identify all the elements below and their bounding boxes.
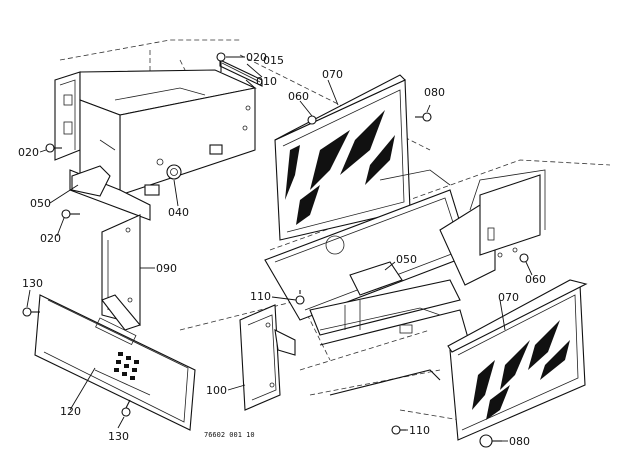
callout-040: 040 xyxy=(168,206,189,219)
keypad xyxy=(114,352,139,380)
callout-050: 050 xyxy=(30,197,51,210)
callout-010: 010 xyxy=(256,75,277,88)
callout-080: 080 xyxy=(509,435,530,448)
glass-reflection-marks xyxy=(285,110,395,225)
drawing-code: 76602 001 10 xyxy=(204,431,255,439)
glass-reflection-marks-lower xyxy=(472,320,570,420)
callout-110: 110 xyxy=(409,424,430,437)
callout-070: 070 xyxy=(498,291,519,304)
callout-020: 020 xyxy=(246,51,267,64)
callout-100: 100 xyxy=(206,384,227,397)
callout-130: 130 xyxy=(22,277,43,290)
callout-130: 130 xyxy=(108,430,129,443)
callout-070: 070 xyxy=(322,68,343,81)
base-tray xyxy=(264,169,546,321)
callout-020: 020 xyxy=(18,146,39,159)
door-panel-070-upper xyxy=(274,74,432,241)
callout-050: 050 xyxy=(396,253,417,266)
part-callouts: 020 015 010 070 080 060 020 050 040 020 … xyxy=(18,51,546,448)
side-panel-090 xyxy=(101,214,141,331)
callout-060: 060 xyxy=(288,90,309,103)
callout-020: 020 xyxy=(40,232,61,245)
callout-015: 015 xyxy=(263,54,284,67)
leader-lines xyxy=(26,56,533,442)
callout-080: 080 xyxy=(424,86,445,99)
front-panel-120 xyxy=(22,294,196,431)
door-panel-070-lower xyxy=(447,279,588,448)
callout-110: 110 xyxy=(250,290,271,303)
upper-bracket-assembly xyxy=(45,52,263,221)
callout-090: 090 xyxy=(156,262,177,275)
callout-060: 060 xyxy=(525,273,546,286)
bracket-100 xyxy=(239,304,296,411)
callout-120: 120 xyxy=(60,405,81,418)
